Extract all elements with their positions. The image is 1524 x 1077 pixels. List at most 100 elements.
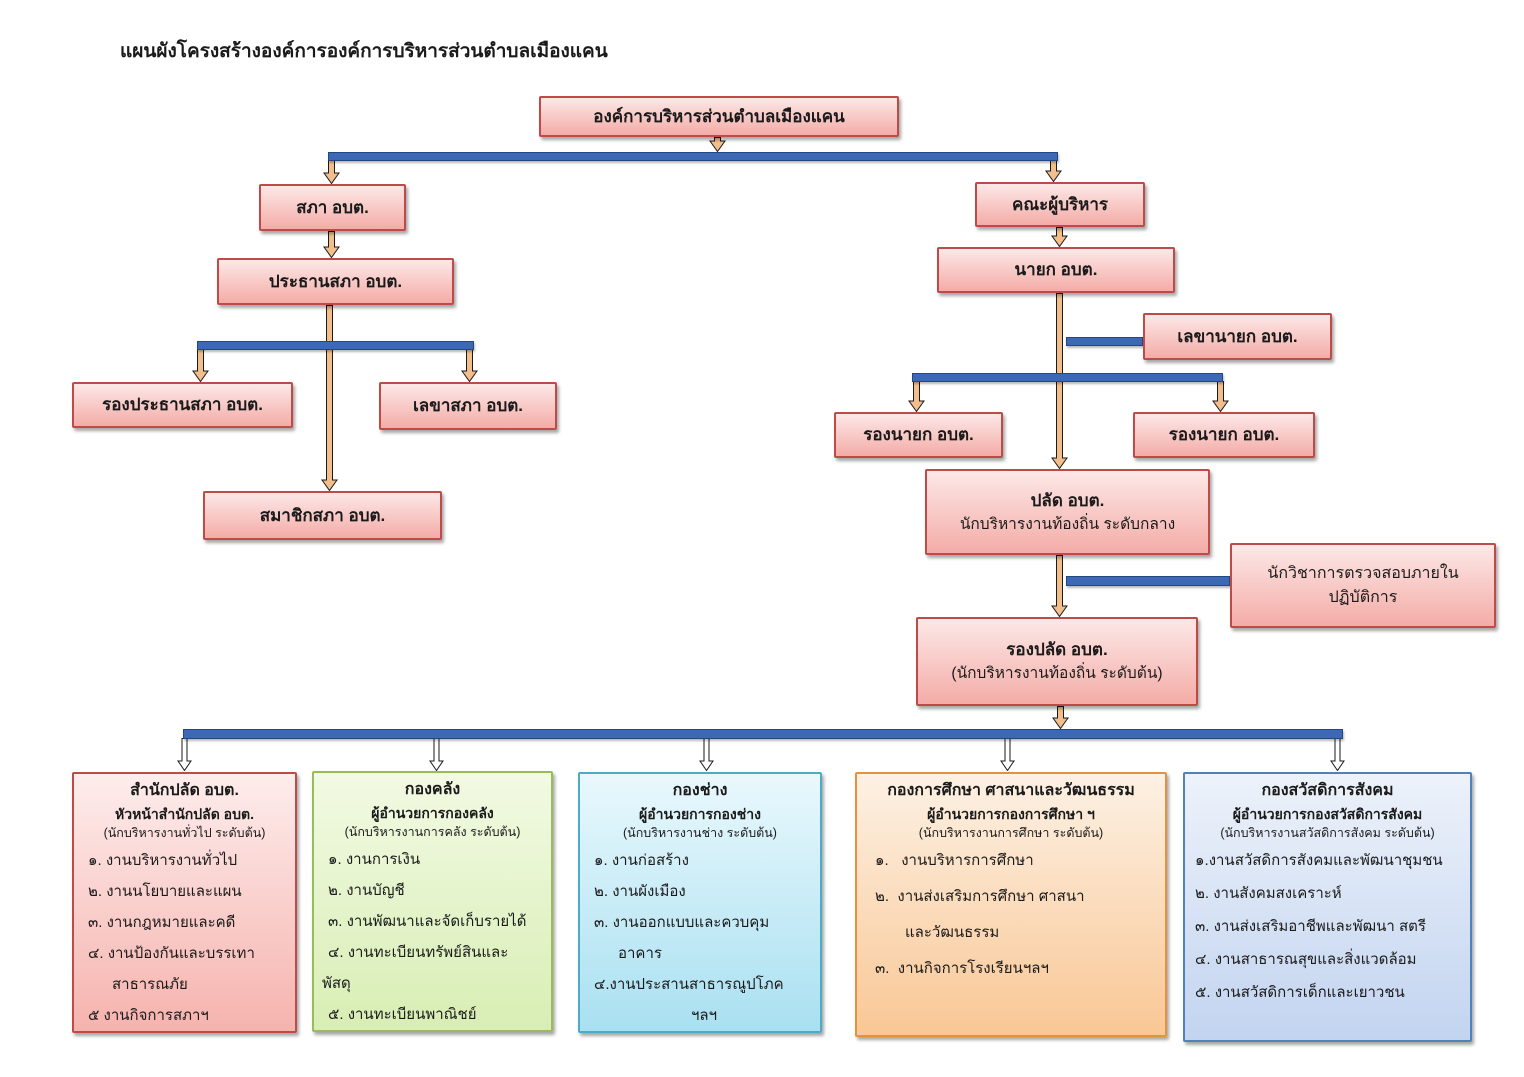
dept-item: ๑.งานสวัสดิการสังคมและพัฒนาชุมชน [1195, 852, 1443, 870]
node-deputy-mayor-1: รองนายก อบต. [834, 412, 1003, 458]
connector-arrow [1329, 738, 1346, 771]
node-label: คณะผู้บริหาร [1011, 194, 1109, 214]
dept-item: ๒. งานบัญชี [328, 882, 405, 900]
node-council: สภา อบต. [259, 184, 406, 231]
dept-item: ๑. งานก่อสร้าง [594, 852, 689, 870]
department-finance: กองคลัง ผู้อำนวยการกองคลัง (นักบริหารงาน… [312, 771, 553, 1032]
dept-item: ๑. งานบริหารงานทั่วไป [88, 852, 238, 870]
node-sublabel: นักบริหารงานท้องถิ่น ระดับกลาง [959, 515, 1176, 533]
dept-name: กองช่าง [672, 782, 728, 799]
node-label: รองนายก อบต. [1168, 425, 1280, 445]
connector-bar-auditor [1066, 576, 1230, 586]
dept-item: ๕. งานทะเบียนพาณิชย์ [328, 1006, 477, 1024]
dept-item: ๓. งานส่งเสริมอาชีพและพัฒนา สตรี [1195, 918, 1426, 936]
node-label: องค์การบริหารส่วนตำบลเมืองแคน [593, 106, 845, 126]
dept-item: ๑. งานบริหารการศึกษา [875, 852, 1034, 870]
department-social-welfare: กองสวัสดิการสังคม ผู้อำนวยการกองสวัสดิกา… [1183, 772, 1472, 1042]
dept-item: และวัฒนธรรม [905, 924, 1000, 942]
dept-item: ๓. งานกฎหมายและคดี [88, 914, 236, 932]
department-office-of-clerk: สำนักปลัด อบต. หัวหน้าสำนักปลัด อบต. (นั… [72, 772, 297, 1033]
dept-item: ๒. งานสังคมสงเคราะห์ [1195, 885, 1342, 903]
dept-name: กองการศึกษา ศาสนาและวัฒนธรรม [887, 782, 1135, 799]
dept-level: (นักบริหารงานการศึกษา ระดับต้น) [918, 826, 1104, 841]
department-education: กองการศึกษา ศาสนาและวัฒนธรรม ผู้อำนวยการ… [855, 772, 1167, 1037]
connector-arrow [321, 305, 338, 491]
dept-items: ๑. งานบริหารการศึกษา ๒. งานส่งเสริมการศึ… [863, 850, 1159, 979]
node-mayor-secretary: เลขานายก อบต. [1143, 313, 1332, 360]
dept-items: ๑. งานบริหารงานทั่วไป ๒. งานนโยบายและแผน… [80, 850, 289, 1026]
node-mayor: นายก อบต. [937, 247, 1175, 293]
node-label: ปลัด อบต. [1030, 490, 1105, 510]
node-label: สมาชิกสภา อบต. [259, 505, 386, 525]
node-internal-auditor: นักวิชาการตรวจสอบภายใน ปฏิบัติการ [1230, 543, 1496, 628]
node-council-secretary: เลขาสภา อบต. [379, 382, 557, 430]
dept-item: ๑. งานการเงิน [328, 851, 421, 869]
node-label: นักวิชาการตรวจสอบภายใน [1267, 564, 1459, 582]
connector-bar-top [328, 152, 1058, 161]
connector-arrow [709, 137, 726, 152]
chart-title: แผนผังโครงสร้างองค์การองค์การบริหารส่วนต… [120, 41, 608, 62]
connector-bar-departments [183, 729, 1343, 739]
dept-item: ๓. งานออกแบบและควบคุม [594, 914, 770, 932]
node-sublabel: (นักบริหารงานท้องถิ่น ระดับต้น) [951, 665, 1163, 683]
dept-items: ๑. งานก่อสร้าง ๒. งานผังเมือง ๓. งานออกแ… [586, 850, 814, 1026]
dept-level: (นักบริหารงานช่าง ระดับต้น) [623, 826, 777, 841]
department-public-works: กองช่าง ผู้อำนวยการกองช่าง (นักบริหารงาน… [578, 772, 822, 1033]
node-label: สภา อบต. [296, 197, 369, 217]
connector-arrow [999, 738, 1016, 771]
dept-item: ๒. งานนโยบายและแผน [88, 883, 242, 901]
dept-item: ๒. งานส่งเสริมการศึกษา ศาสนา [875, 888, 1085, 906]
node-executive-board: คณะผู้บริหาร [975, 182, 1145, 227]
connector-arrow [1045, 160, 1062, 182]
connector-bar-deputy-mayors [912, 373, 1223, 382]
dept-item: ๒. งานผังเมือง [594, 883, 686, 901]
node-label: เลขาสภา อบต. [412, 396, 523, 416]
node-council-members: สมาชิกสภา อบต. [203, 491, 442, 540]
node-root: องค์การบริหารส่วนตำบลเมืองแคน [539, 96, 899, 137]
dept-items: ๑. งานการเงิน ๒. งานบัญชี ๓. งานพัฒนาและ… [320, 849, 545, 1025]
connector-arrow [192, 349, 209, 382]
dept-level: (นักบริหารงานการคลัง ระดับต้น) [344, 825, 521, 840]
dept-item: อาคาร [618, 945, 662, 963]
dept-item: ๔. งานป้องกันและบรรเทา [88, 945, 255, 963]
connector-arrow [323, 160, 340, 184]
dept-head: ผู้อำนวยการกองการศึกษา ฯ [927, 805, 1095, 822]
dept-item: ๔. งานทะเบียนทรัพย์สินและ [328, 944, 509, 962]
node-label: รองปลัด อบต. [1006, 640, 1108, 660]
node-label: รองประธานสภา อบต. [102, 395, 263, 415]
dept-name: กองสวัสดิการสังคม [1261, 782, 1394, 799]
dept-items: ๑.งานสวัสดิการสังคมและพัฒนาชุมชน ๒. งานส… [1191, 850, 1464, 1003]
dept-item: สาธารณภัย [112, 976, 188, 994]
dept-item: ฯลฯ [690, 1007, 718, 1025]
connector-arrow [1051, 555, 1068, 617]
dept-item: ๕ งานกิจการสภาฯ [88, 1007, 209, 1025]
dept-item: ๔.งานประสานสาธารณูปโภค [594, 976, 784, 994]
dept-level: (นักบริหารงานสวัสดิการสังคม ระดับต้น) [1220, 826, 1435, 841]
dept-head: หัวหน้าสำนักปลัด อบต. [115, 805, 254, 822]
connector-arrow [1212, 381, 1229, 412]
node-deputy-mayor-2: รองนายก อบต. [1133, 412, 1315, 458]
connector-arrow [1051, 227, 1068, 247]
dept-name: สำนักปลัด อบต. [130, 782, 239, 799]
node-label: เลขานายก อบต. [1177, 326, 1298, 346]
dept-item: ๔. งานสาธารณสุขและสิ่งแวดล้อม [1195, 951, 1417, 969]
dept-item: พัสดุ [322, 975, 351, 993]
dept-head: ผู้อำนวยการกองคลัง [371, 804, 494, 821]
node-label: รองนายก อบต. [863, 425, 974, 445]
connector-bar-mayor-secretary [1066, 337, 1143, 346]
connector-arrow [176, 738, 193, 771]
node-label: ประธานสภา อบต. [268, 271, 403, 291]
node-deputy-clerk: รองปลัด อบต. (นักบริหารงานท้องถิ่น ระดับ… [916, 617, 1198, 706]
connector-arrow [698, 738, 715, 771]
dept-head: ผู้อำนวยการกองสวัสดิการสังคม [1232, 805, 1423, 822]
node-clerk: ปลัด อบต. นักบริหารงานท้องถิ่น ระดับกลาง [925, 469, 1210, 555]
node-council-chairman: ประธานสภา อบต. [217, 258, 454, 305]
dept-head: ผู้อำนวยการกองช่าง [639, 805, 761, 822]
connector-arrow [1052, 706, 1069, 729]
dept-item: ๓. งานกิจการโรงเรียนฯลฯ [875, 960, 1049, 978]
connector-bar-council [197, 341, 474, 350]
connector-arrow [323, 231, 340, 258]
dept-item: ๓. งานพัฒนาและจัดเก็บรายได้ [328, 913, 527, 931]
dept-name: กองคลัง [404, 781, 461, 798]
